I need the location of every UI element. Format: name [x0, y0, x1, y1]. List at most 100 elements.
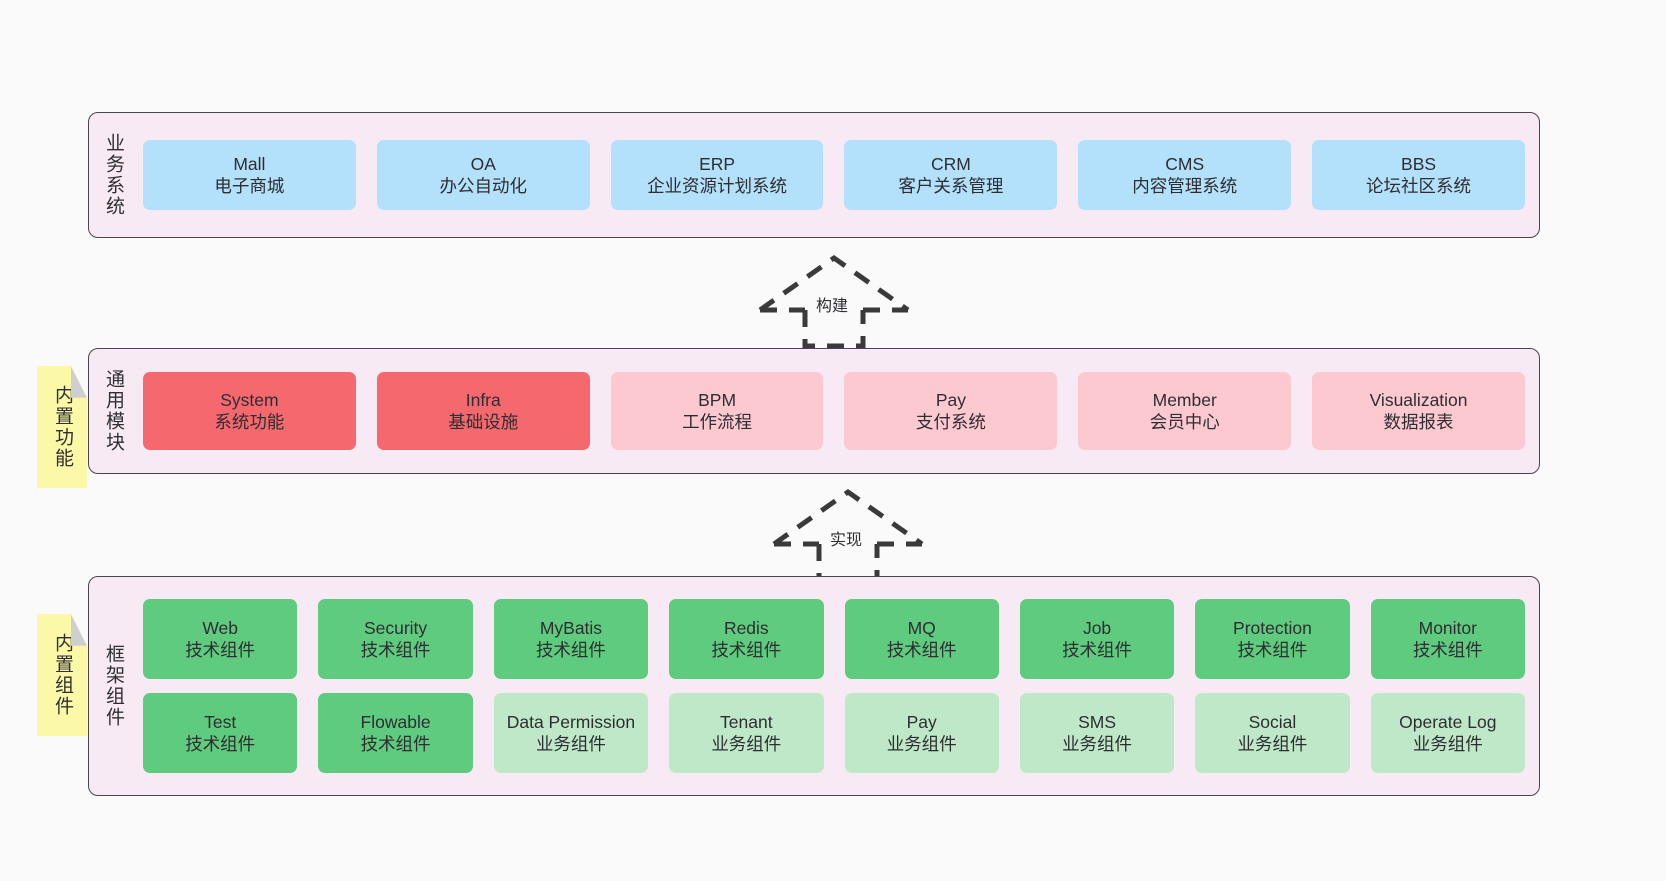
- node-title: BBS: [1401, 153, 1437, 174]
- node-job[interactable]: Job 技术组件: [1019, 599, 1175, 679]
- layer-title-common-module: 通用模块: [103, 369, 125, 453]
- node-subtitle: 业务组件: [1412, 734, 1483, 754]
- note-label: 内置组件: [52, 633, 74, 717]
- node-protection[interactable]: Protection 技术组件: [1195, 599, 1350, 679]
- node-title: MQ: [907, 617, 936, 638]
- node-web[interactable]: Web 技术组件: [143, 599, 298, 679]
- node-operate-log[interactable]: Operate Log 业务组件: [1370, 693, 1525, 773]
- node-title: SMS: [1078, 711, 1117, 732]
- node-title: CRM: [930, 153, 971, 174]
- node-oa[interactable]: OA 办公自动化: [376, 140, 590, 210]
- node-title: Pay: [935, 389, 966, 410]
- node-redis[interactable]: Redis 技术组件: [669, 599, 824, 679]
- node-subtitle: 技术组件: [1062, 640, 1133, 660]
- node-subtitle: 数据报表: [1383, 412, 1454, 432]
- node-title: Flowable: [360, 711, 431, 732]
- node-title: Data Permission: [506, 711, 636, 732]
- node-security[interactable]: Security 技术组件: [318, 599, 473, 679]
- node-title: ERP: [699, 153, 736, 174]
- node-subtitle: 技术组件: [1412, 640, 1483, 660]
- node-title: Security: [363, 617, 428, 638]
- layer-body-business-system: Mall 电子商城 OA 办公自动化 ERP 企业资源计划系统 CRM 客户关系…: [137, 113, 1539, 237]
- node-subtitle: 技术组件: [360, 734, 431, 754]
- node-subtitle: 电子商城: [214, 176, 285, 196]
- node-subtitle: 技术组件: [535, 640, 606, 660]
- node-row: Web 技术组件 Security 技术组件 MyBatis 技术组件 Redi…: [143, 599, 1525, 679]
- node-subtitle: 技术组件: [185, 640, 256, 660]
- node-row: Test 技术组件 Flowable 技术组件 Data Permission …: [143, 693, 1525, 773]
- node-title: Protection: [1233, 617, 1312, 638]
- node-subtitle: 系统功能: [214, 412, 285, 432]
- node-subtitle: 技术组件: [711, 640, 782, 660]
- node-title: Social: [1248, 711, 1297, 732]
- node-subtitle: 业务组件: [886, 734, 957, 754]
- node-subtitle: 技术组件: [886, 640, 957, 660]
- node-subtitle: 办公自动化: [439, 176, 527, 196]
- note-builtin-components[interactable]: 内置组件: [37, 614, 87, 736]
- note-fold-corner-icon: [71, 366, 87, 398]
- node-subtitle: 内容管理系统: [1132, 176, 1238, 196]
- layer-business-system[interactable]: 业务系统 Mall 电子商城 OA 办公自动化 ERP 企业资源计划系统 CRM…: [88, 112, 1540, 238]
- node-pay-component[interactable]: Pay 业务组件: [844, 693, 999, 773]
- node-system[interactable]: System 系统功能: [143, 372, 356, 450]
- node-subtitle: 技术组件: [1237, 640, 1308, 660]
- node-title: Test: [204, 711, 237, 732]
- node-test[interactable]: Test 技术组件: [143, 693, 298, 773]
- node-title: BPM: [698, 389, 737, 410]
- node-subtitle: 支付系统: [915, 412, 986, 432]
- node-subtitle: 业务组件: [1062, 734, 1133, 754]
- node-subtitle: 技术组件: [360, 640, 431, 660]
- layer-body-framework-components: Web 技术组件 Security 技术组件 MyBatis 技术组件 Redi…: [137, 577, 1539, 795]
- node-data-permission[interactable]: Data Permission 业务组件: [493, 693, 649, 773]
- node-title: Member: [1152, 389, 1217, 410]
- node-subtitle: 工作流程: [682, 412, 753, 432]
- node-title: Visualization: [1369, 389, 1468, 410]
- node-title: Tenant: [720, 711, 773, 732]
- layer-framework-components[interactable]: 框架组件 Web 技术组件 Security 技术组件 MyBatis 技术组件…: [88, 576, 1540, 796]
- node-monitor[interactable]: Monitor 技术组件: [1370, 599, 1525, 679]
- node-subtitle: 业务组件: [711, 734, 782, 754]
- note-label: 内置功能: [52, 385, 74, 469]
- node-crm[interactable]: CRM 客户关系管理: [844, 140, 1058, 210]
- connector-label-implement: 实现: [830, 532, 863, 549]
- layer-common-module[interactable]: 通用模块 System 系统功能 Infra 基础设施 BPM 工作流程 Pay…: [88, 348, 1540, 474]
- node-title: Monitor: [1418, 617, 1477, 638]
- node-flowable[interactable]: Flowable 技术组件: [318, 693, 473, 773]
- layer-body-common-module: System 系统功能 Infra 基础设施 BPM 工作流程 Pay 支付系统…: [137, 349, 1539, 473]
- node-title: Redis: [723, 617, 769, 638]
- node-tenant[interactable]: Tenant 业务组件: [669, 693, 824, 773]
- node-mall[interactable]: Mall 电子商城: [143, 140, 356, 210]
- node-title: Infra: [465, 389, 501, 410]
- connector-label-build: 构建: [816, 298, 849, 315]
- node-mybatis[interactable]: MyBatis 技术组件: [493, 599, 649, 679]
- node-subtitle: 技术组件: [185, 734, 256, 754]
- node-row: Mall 电子商城 OA 办公自动化 ERP 企业资源计划系统 CRM 客户关系…: [143, 140, 1525, 210]
- node-sms[interactable]: SMS 业务组件: [1019, 693, 1175, 773]
- node-title: MyBatis: [539, 617, 603, 638]
- node-visualization[interactable]: Visualization 数据报表: [1312, 372, 1525, 450]
- node-bbs[interactable]: BBS 论坛社区系统: [1312, 140, 1525, 210]
- node-infra[interactable]: Infra 基础设施: [376, 372, 590, 450]
- node-cms[interactable]: CMS 内容管理系统: [1078, 140, 1292, 210]
- node-row: System 系统功能 Infra 基础设施 BPM 工作流程 Pay 支付系统…: [143, 372, 1525, 450]
- node-mq[interactable]: MQ 技术组件: [844, 599, 999, 679]
- note-fold-corner-icon: [71, 614, 87, 646]
- node-bpm[interactable]: BPM 工作流程: [610, 372, 824, 450]
- node-title: Operate Log: [1399, 711, 1497, 732]
- node-erp[interactable]: ERP 企业资源计划系统: [610, 140, 824, 210]
- node-subtitle: 基础设施: [448, 412, 519, 432]
- node-member[interactable]: Member 会员中心: [1078, 372, 1292, 450]
- node-subtitle: 业务组件: [535, 734, 606, 754]
- node-pay-module[interactable]: Pay 支付系统: [844, 372, 1058, 450]
- node-social[interactable]: Social 业务组件: [1195, 693, 1350, 773]
- node-subtitle: 会员中心: [1149, 412, 1220, 432]
- node-subtitle: 企业资源计划系统: [647, 176, 788, 196]
- node-title: Pay: [906, 711, 937, 732]
- node-title: OA: [470, 153, 496, 174]
- layer-title-business-system: 业务系统: [103, 133, 125, 217]
- note-builtin-functions[interactable]: 内置功能: [37, 366, 87, 488]
- node-title: System: [220, 389, 279, 410]
- node-subtitle: 客户关系管理: [898, 176, 1004, 196]
- layer-title-framework-components: 框架组件: [103, 644, 125, 728]
